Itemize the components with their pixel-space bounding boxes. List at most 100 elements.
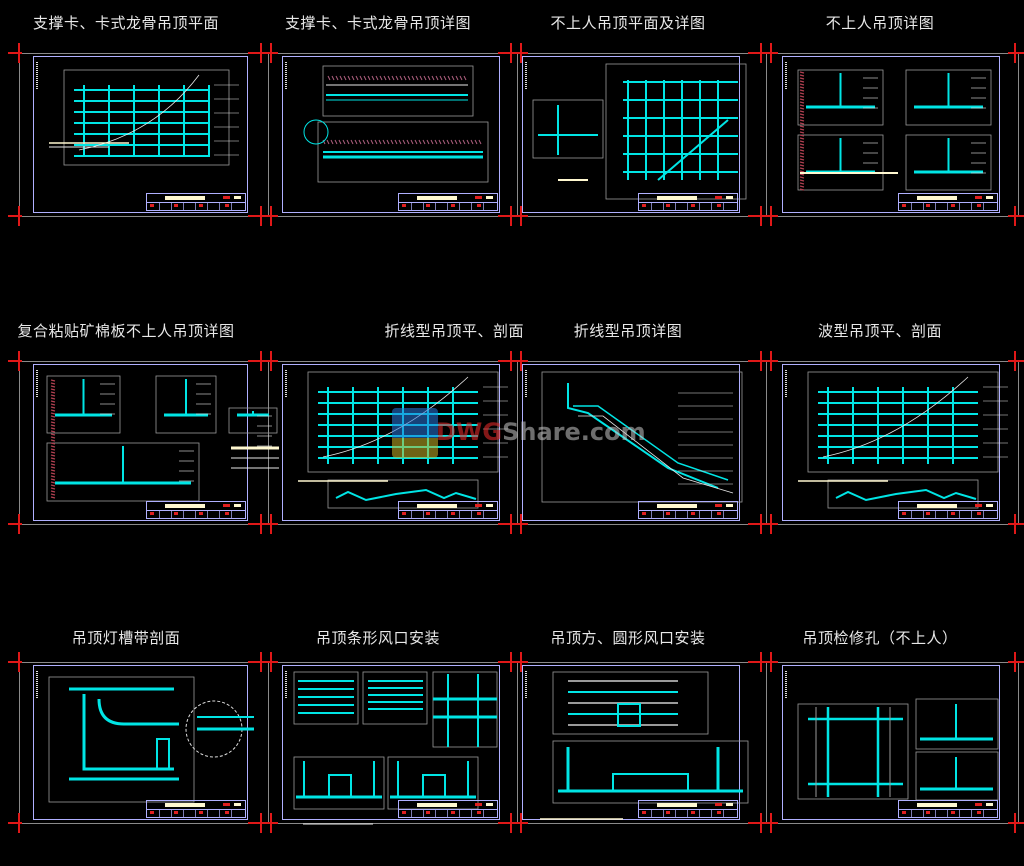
title-block-cell-divider [435,809,436,817]
title-block-cell-divider [935,202,936,210]
title-block-cell-divider [195,202,196,210]
crop-mark [498,822,528,824]
title-block-cell-divider [711,202,712,210]
title-block-marker [451,811,455,814]
crop-mark [1008,52,1024,54]
title-block-marker [150,204,154,207]
title-block-divider [899,202,997,203]
crop-mark [248,523,278,525]
sheet-edge-ticks [525,62,527,90]
title-block-cell-divider [947,202,948,210]
title-block-cell-divider [207,510,208,518]
title-block-cell-divider [159,202,160,210]
title-block-cell-divider [947,510,948,518]
sheet-edge-ticks [36,671,38,699]
drawing-sheet[interactable]: 波型吊顶平、剖面 [754,0,1024,866]
watermark-prefix: DWG [436,418,503,446]
title-block-stamp [223,196,230,199]
title-block-cell-divider [171,510,172,518]
drawing-sheet[interactable]: 折线型吊顶平、剖面 [252,0,524,866]
title-block-cell-divider [435,510,436,518]
title-block-cell-divider [971,510,972,518]
title-block-cell-divider [483,202,484,210]
title-block-stamp [715,803,722,806]
title-block-cell-divider [207,202,208,210]
title-block-cell-divider [423,202,424,210]
title-block-stamp [475,803,482,806]
title-block [638,501,738,519]
drawing-sheet[interactable]: 复合粘贴矿棉板不上人吊顶详图 [0,0,279,866]
title-block-cell-divider [675,809,676,817]
crop-mark [1008,822,1024,824]
title-block-marker [174,204,178,207]
crop-mark [8,52,22,54]
title-block-cell-divider [411,202,412,210]
sheet-edge-ticks [285,671,287,699]
sheet-title: 折线型吊顶详图 [573,322,683,340]
title-block-number [234,803,241,806]
sheet-edge-ticks [525,671,527,699]
title-block-marker [402,204,406,207]
title-block-marker [451,204,455,207]
title-block-marker [225,204,229,207]
title-block-name-bar [165,196,205,200]
sheet-border [33,665,248,820]
title-block-cell-divider [911,510,912,518]
watermark: DWGShare.com [436,418,646,446]
title-block-stamp [715,504,722,507]
drawing-sheet[interactable]: 支撑卡、卡式龙骨吊顶详图 [252,0,504,866]
title-block-cell-divider [651,809,652,817]
frame-divider-line [19,53,20,216]
title-block-marker [199,204,203,207]
sheet-edge-ticks [285,370,287,398]
title-block-cell-divider [207,809,208,817]
title-block-number [486,803,493,806]
drawing-content [541,371,743,503]
title-block-marker [150,811,154,814]
title-block-stamp [223,803,230,806]
title-block-marker [426,512,430,515]
frame-divider-line [19,361,20,524]
title-block-cell-divider [483,809,484,817]
crop-mark [748,215,778,217]
title-block-number [986,803,993,806]
sheet-title: 支撑卡、卡式龙骨吊顶平面 [32,14,219,32]
title-block-cell-divider [959,809,960,817]
title-block-cell-divider [699,510,700,518]
drawing-sheet[interactable]: 吊顶灯槽带剖面 [0,0,254,866]
drawing-sheet[interactable]: 吊顶条形风口安装 [252,0,504,866]
title-block-number [726,504,733,507]
crop-mark [748,52,778,54]
title-block-name-bar [657,196,697,200]
sheet-title: 波型吊顶平、剖面 [817,322,942,340]
title-block-cell-divider [231,510,232,518]
sheet-title: 吊顶灯槽带剖面 [71,629,181,647]
drawing-sheet[interactable]: 吊顶检修孔（不上人） [754,0,1024,866]
title-block-marker [666,204,670,207]
crop-mark [8,523,22,525]
title-block-cell-divider [663,202,664,210]
drawing-sheet[interactable]: 折线型吊顶详图 [502,0,754,866]
title-block-cell-divider [935,809,936,817]
title-block [898,501,998,519]
drawing-sheet[interactable]: 不上人吊顶详图 [754,0,1024,866]
sheet-border [33,364,248,521]
title-block-marker [477,204,481,207]
title-block-marker [977,512,981,515]
title-block-marker [902,512,906,515]
sheet-edge-ticks [36,370,38,398]
title-block [398,800,498,818]
title-block-number [234,196,241,199]
drawing-sheet[interactable]: 不上人吊顶平面及详图 [502,0,754,866]
title-block-cell-divider [219,809,220,817]
title-block-marker [926,204,930,207]
crop-mark [248,822,278,824]
drawing-content [798,371,1008,509]
drawing-sheet[interactable]: 吊顶方、圆形风口安装 [502,0,754,866]
title-block-marker [426,811,430,814]
drawing-sheet[interactable]: 支撑卡、卡式龙骨吊顶平面 [0,0,252,866]
title-block-marker [225,512,229,515]
title-block-stamp [975,803,982,806]
title-block-marker [426,204,430,207]
title-block-marker [717,204,721,207]
